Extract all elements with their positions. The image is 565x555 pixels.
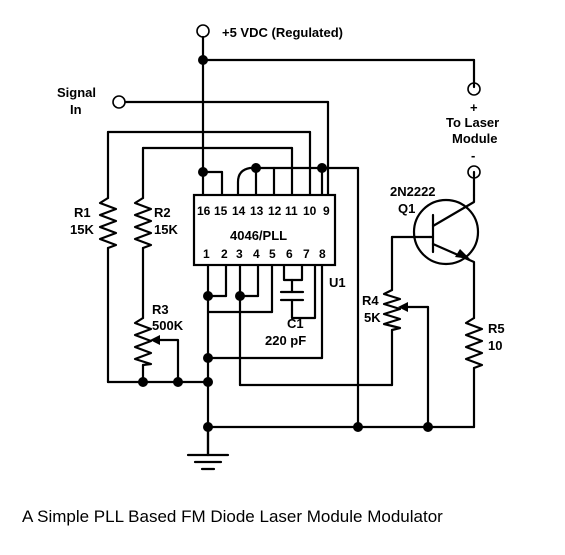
- caption: A Simple PLL Based FM Diode Laser Module…: [22, 507, 443, 526]
- svg-text:R5: R5: [488, 321, 505, 336]
- resistor-r1: R1 15K: [70, 196, 118, 250]
- power-label: +5 VDC (Regulated): [222, 25, 343, 40]
- svg-text:5K: 5K: [364, 310, 381, 325]
- svg-text:R4: R4: [362, 293, 379, 308]
- svg-text:16: 16: [197, 204, 211, 218]
- potentiometer-r4: R4 5K: [362, 288, 430, 332]
- svg-text:220 pF: 220 pF: [265, 333, 306, 348]
- resistor-r5: R5 10: [464, 316, 505, 370]
- open-terminals: [112, 24, 481, 179]
- svg-text:4: 4: [253, 247, 260, 261]
- svg-text:11: 11: [285, 204, 298, 218]
- laser-label-line2: Module: [452, 131, 498, 146]
- svg-text:R1: R1: [74, 205, 91, 220]
- signal-in-label-line2: In: [70, 102, 82, 117]
- ground-symbol: [186, 453, 230, 471]
- svg-text:15K: 15K: [70, 222, 94, 237]
- svg-text:Q1: Q1: [398, 201, 415, 216]
- transistor-q1: 2N2222 Q1: [390, 184, 480, 267]
- svg-text:R3: R3: [152, 302, 169, 317]
- potentiometer-r3: R3 500K: [133, 302, 184, 367]
- laser-label-line1: To Laser: [446, 115, 499, 130]
- ic-u1: 16 15 14 13 12 11 10 9 4046/PLL 1 2 3 4 …: [192, 193, 346, 290]
- svg-text:1: 1: [203, 247, 210, 261]
- svg-text:7: 7: [303, 247, 310, 261]
- resistor-r2: R2 15K: [133, 196, 178, 250]
- laser-plus-terminal: [467, 82, 481, 96]
- svg-text:2: 2: [221, 247, 228, 261]
- svg-text:10: 10: [303, 204, 317, 218]
- capacitor-c1: C1 220 pF: [265, 290, 306, 348]
- ic-ref: U1: [329, 275, 346, 290]
- svg-text:500K: 500K: [152, 318, 184, 333]
- svg-text:3: 3: [236, 247, 243, 261]
- svg-text:C1: C1: [287, 316, 304, 331]
- svg-text:10: 10: [488, 338, 502, 353]
- laser-minus-terminal: [467, 165, 481, 179]
- svg-text:9: 9: [323, 204, 330, 218]
- laser-plus-label: +: [470, 100, 478, 115]
- signal-in-label-line1: Signal: [57, 85, 96, 100]
- laser-minus-label: -: [471, 148, 475, 163]
- svg-text:8: 8: [319, 247, 326, 261]
- svg-text:R2: R2: [154, 205, 171, 220]
- svg-text:15K: 15K: [154, 222, 178, 237]
- ic-name: 4046/PLL: [230, 228, 287, 243]
- svg-text:6: 6: [286, 247, 293, 261]
- junction-dots: [138, 55, 433, 432]
- svg-text:13: 13: [250, 204, 264, 218]
- svg-text:5: 5: [269, 247, 276, 261]
- svg-text:15: 15: [214, 204, 228, 218]
- signal-in-terminal: [112, 95, 126, 109]
- power-terminal: [196, 24, 210, 38]
- svg-text:2N2222: 2N2222: [390, 184, 436, 199]
- svg-text:14: 14: [232, 204, 246, 218]
- svg-text:12: 12: [268, 204, 282, 218]
